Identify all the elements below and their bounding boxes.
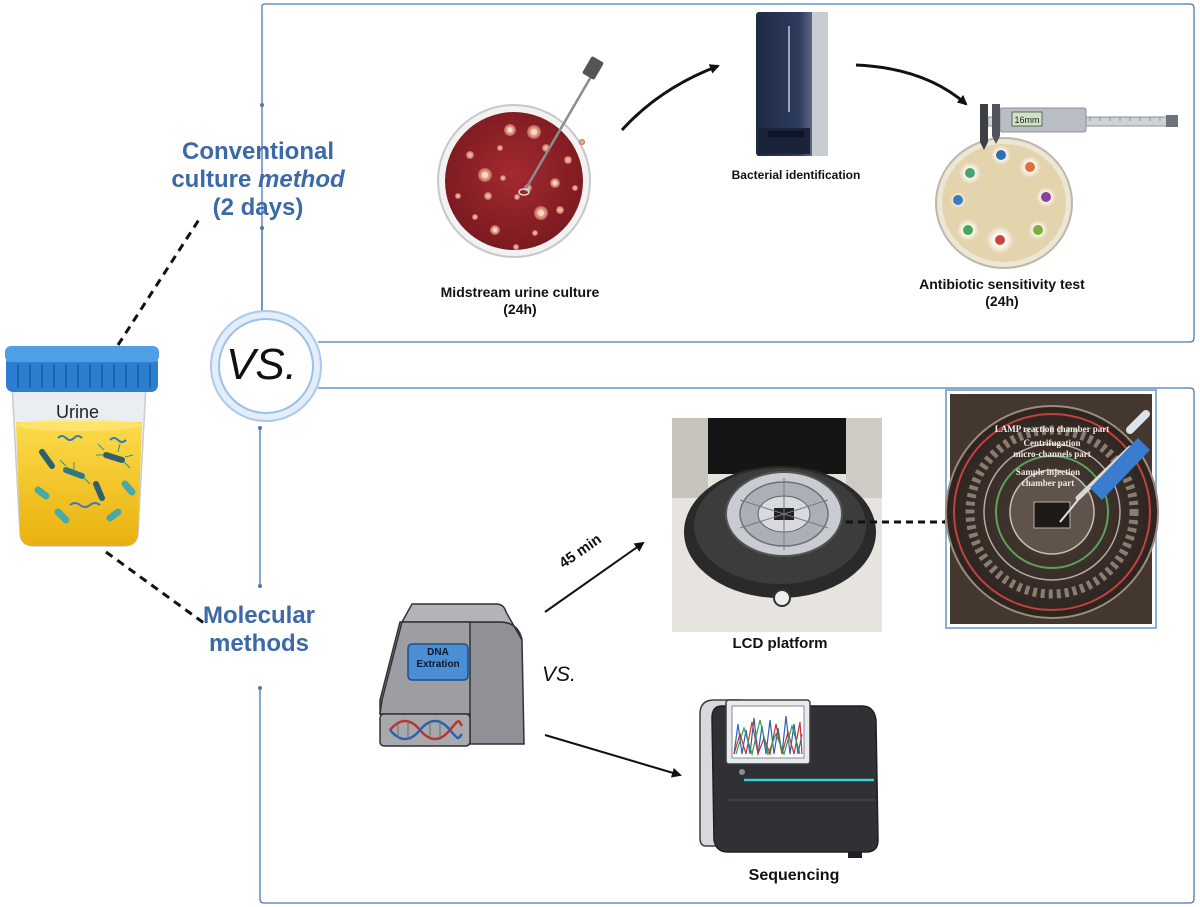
microfluidic-chip-photo: LAMP reaction chamber part Centrifugatio… [945, 389, 1159, 629]
conventional-title-line2: culture method [168, 166, 348, 194]
dna-extraction-line2: Extration [416, 659, 460, 670]
lcd-platform-photo [672, 418, 882, 632]
arrow-culture-to-id [620, 64, 720, 132]
sensitivity-label-text: Antibiotic sensitivity test [919, 276, 1085, 292]
chip-label-microchannels: micro-channels part [1013, 449, 1091, 459]
culture-label-time: (24h) [503, 301, 537, 317]
molecular-frame [259, 387, 1195, 904]
dna-extraction-label: DNA Extration [408, 647, 468, 671]
agar-plate-icon [437, 56, 604, 258]
chip-label-lamp: LAMP reaction chamber part [995, 424, 1109, 434]
molecular-vs-label: VS. [542, 663, 576, 686]
sensitivity-label: Antibiotic sensitivity test (24h) [902, 276, 1102, 310]
arrow-to-sequencing [544, 734, 682, 778]
dna-extraction-line1: DNA [427, 647, 449, 658]
molecular-title-line1: Molecular [202, 602, 316, 629]
chip-label-centrifugation: Centrifugation [1024, 438, 1081, 448]
culture-label-text: Midstream urine culture [440, 284, 600, 300]
conventional-frame [261, 3, 1195, 343]
conventional-title-emph: method [258, 166, 345, 193]
frame-dots [258, 103, 264, 690]
sequencer-icon [699, 699, 879, 858]
sensitivity-label-time: (24h) [985, 293, 1019, 309]
dashed-branch-molecular [105, 550, 209, 628]
vs-label: VS. [226, 340, 297, 389]
identification-label: Bacterial identification [731, 168, 861, 182]
chip-label-injection-chamber: chamber part [1022, 478, 1075, 488]
dashed-branch-conventional [116, 217, 202, 346]
dna-extraction-machine-icon [379, 603, 525, 747]
conventional-title-line3: (2 days) [212, 194, 304, 221]
culture-label: Midstream urine culture (24h) [420, 284, 620, 318]
caliper-icon: 16mm [980, 104, 1178, 150]
chip-label-injection: Sample injection [1016, 467, 1080, 477]
urine-cup-icon [5, 346, 159, 547]
sequencing-label: Sequencing [748, 867, 840, 884]
identification-machine-icon [756, 12, 828, 156]
conventional-title-line2-prefix: culture [171, 166, 258, 193]
caliper-reading: 16mm [1014, 115, 1039, 125]
arrow-to-lcd [544, 541, 645, 613]
molecular-methods-title: Molecular methods [184, 602, 334, 658]
conventional-title-line1: Conventional [181, 138, 334, 165]
conventional-method-title: Conventional culture method (2 days) [168, 138, 348, 222]
antibiotic-plate-icon [935, 137, 1073, 269]
urine-label: Urine [56, 402, 100, 422]
arrow-id-to-ast [855, 63, 968, 106]
molecular-title-line2: methods [208, 630, 309, 657]
lcd-platform-label: LCD platform [732, 635, 828, 652]
vs-circle [210, 310, 322, 422]
